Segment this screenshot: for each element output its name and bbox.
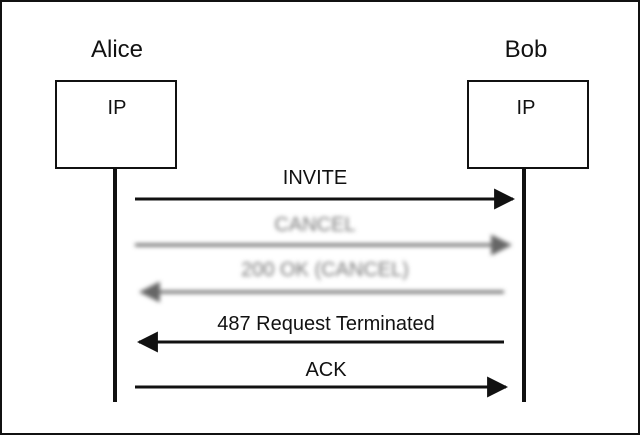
message-label-invite: INVITE [283, 167, 347, 189]
message-label-cancel: CANCEL [274, 214, 355, 236]
message-label-ack: ACK [305, 359, 347, 381]
message-label-200-ok: 200 OK (CANCEL) [241, 259, 409, 281]
message-group-cancel: CANCEL [135, 214, 513, 256]
alice-name: Alice [91, 36, 143, 63]
sequence-diagram: Alice Bob IP IP INVITE CANCEL 200 OK (CA… [55, 36, 589, 402]
bob-box [467, 80, 589, 169]
alice-box-label: IP [108, 97, 127, 119]
bob-box-label: IP [517, 97, 536, 119]
alice-box [55, 80, 177, 169]
message-label-487: 487 Request Terminated [217, 313, 435, 335]
message-group-200-ok: 200 OK (CANCEL) [138, 259, 504, 303]
bob-name: Bob [505, 36, 548, 63]
